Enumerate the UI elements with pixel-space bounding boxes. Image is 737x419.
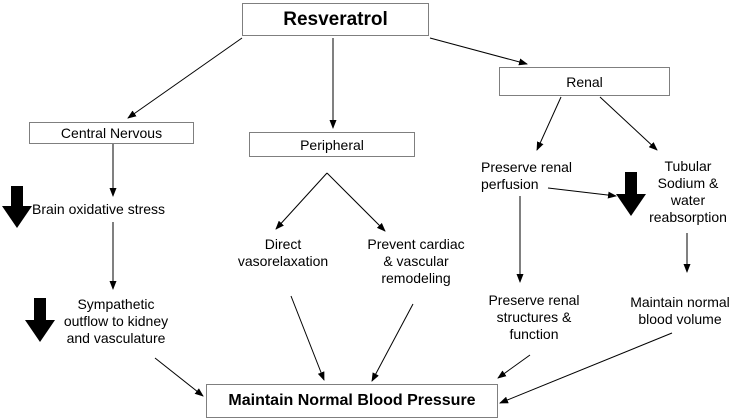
outcome-label: Maintain Normal Blood Pressure <box>228 392 476 409</box>
tubular-line-3: water <box>670 192 706 208</box>
preserve-perfusion-node: Preserve renal perfusion <box>481 159 572 193</box>
arrow-volume-to-outcome <box>499 332 673 404</box>
sympathetic-outflow-node: Sympathetic outflow to kidney and vascul… <box>56 296 176 347</box>
outcome-box: Maintain Normal Blood Pressure <box>206 384 498 418</box>
prevent-line-3: remodeling <box>381 270 451 286</box>
arrow-resveratrol-to-renal <box>429 37 528 66</box>
arrow-direct-to-outcome <box>290 295 325 381</box>
structures-line-3: function <box>509 326 559 342</box>
down-arrow-icon <box>2 186 32 228</box>
maintain-volume-node: Maintain normal blood volume <box>624 294 736 328</box>
tubular-line-1: Tubular <box>664 158 712 174</box>
perfusion-line-1: Preserve renal <box>481 159 573 175</box>
brain-oxidative-stress-label: Brain oxidative stress <box>32 201 166 217</box>
sympathetic-line-3: and vasculature <box>66 330 166 346</box>
renal-label: Renal <box>566 73 603 90</box>
arrow-renal-to-perfusion <box>536 96 562 151</box>
arrow-peripheral-to-prevent <box>326 172 386 232</box>
volume-line-2: blood volume <box>638 311 722 327</box>
arrow-peripheral-to-direct <box>275 172 328 230</box>
down-arrow-icon <box>25 298 55 342</box>
resveratrol-box: Resveratrol <box>242 3 429 36</box>
direct-vasorelaxation-node: Direct vasorelaxation <box>228 236 338 270</box>
arrow-prevent-to-outcome <box>371 303 414 382</box>
arrow-sympathetic-to-outcome <box>154 357 204 397</box>
peripheral-label: Peripheral <box>300 136 364 153</box>
direct-line-1: Direct <box>264 236 302 252</box>
down-arrow-icon <box>616 172 646 216</box>
prevent-remodeling-node: Prevent cardiac & vascular remodeling <box>356 236 476 287</box>
peripheral-box: Peripheral <box>249 132 415 157</box>
arrow-structures-to-outcome <box>497 354 531 379</box>
volume-line-1: Maintain normal <box>630 294 730 310</box>
tubular-line-4: reabsorption <box>649 209 727 225</box>
tubular-line-2: Sodium & <box>657 175 719 191</box>
prevent-line-2: & vascular <box>383 253 449 269</box>
arrow-resveratrol-to-central <box>127 37 243 119</box>
sympathetic-line-2: outflow to kidney <box>63 313 169 329</box>
arrow-renal-to-tubular <box>599 96 658 151</box>
renal-box: Renal <box>499 67 670 96</box>
preserve-structures-node: Preserve renal structures & function <box>481 292 587 343</box>
prevent-line-1: Prevent cardiac <box>367 236 465 252</box>
sympathetic-line-1: Sympathetic <box>77 296 155 312</box>
central-nervous-label: Central Nervous <box>60 125 163 141</box>
brain-oxidative-stress-node: Brain oxidative stress <box>32 201 165 218</box>
resveratrol-label: Resveratrol <box>283 8 388 30</box>
structures-line-2: structures & <box>496 309 572 325</box>
central-nervous-box: Central Nervous <box>29 122 194 144</box>
direct-line-2: vasorelaxation <box>237 253 329 269</box>
tubular-reabsorption-node: Tubular Sodium & water reabsorption <box>640 158 736 226</box>
arrow-perfusion-to-tubular <box>547 187 617 199</box>
structures-line-1: Preserve renal <box>488 292 580 308</box>
perfusion-line-2: perfusion <box>481 176 539 192</box>
